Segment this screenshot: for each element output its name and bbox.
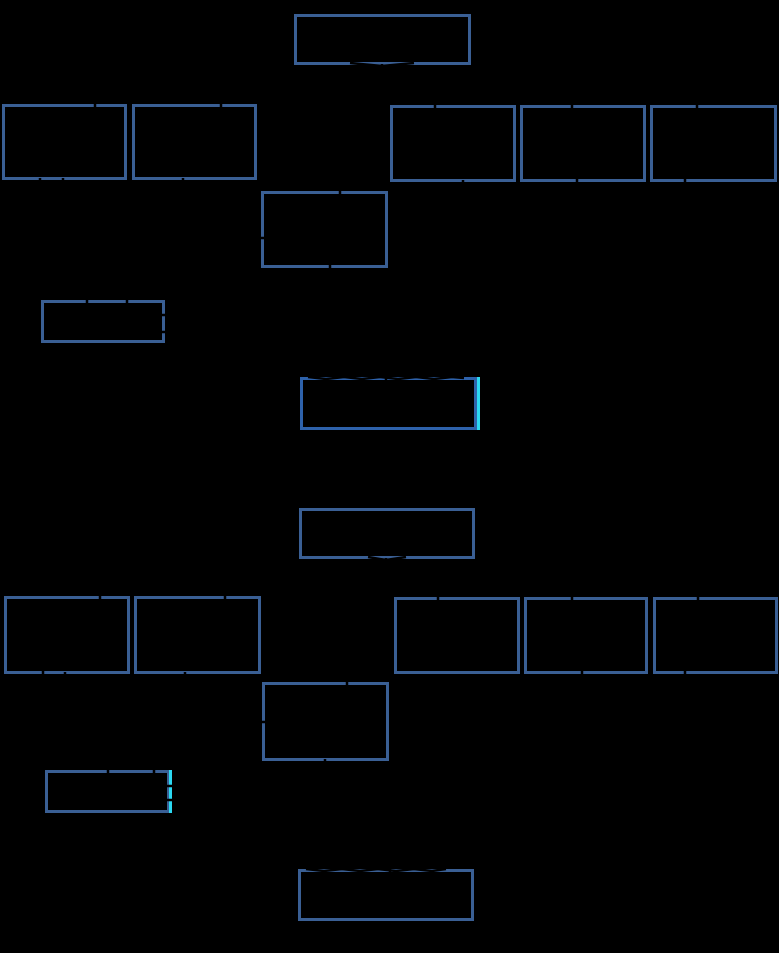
wide-box-1[interactable] bbox=[300, 377, 477, 430]
wide-box-2[interactable] bbox=[299, 508, 475, 559]
mid-box-2[interactable] bbox=[262, 682, 389, 761]
selection-edge-wide-box-1 bbox=[477, 377, 480, 430]
wide-box-3[interactable] bbox=[298, 869, 474, 921]
row1-left-box-1[interactable] bbox=[2, 104, 127, 180]
row2-right-box-1[interactable] bbox=[394, 597, 520, 674]
connector-line-mid2-down-elbow bbox=[323, 759, 392, 872]
row2-right-box-3[interactable] bbox=[653, 597, 778, 674]
connector-line-left1-down-elbow bbox=[61, 178, 127, 272]
row1-right-box-1[interactable] bbox=[390, 105, 516, 182]
row1-right-box-2[interactable] bbox=[520, 105, 646, 182]
mid-box-1[interactable] bbox=[261, 191, 388, 268]
small-box-1[interactable] bbox=[41, 300, 165, 343]
small-box-2[interactable] bbox=[45, 770, 170, 813]
connector-line-left2-down-elbow bbox=[63, 672, 154, 742]
root-box[interactable] bbox=[294, 14, 471, 65]
row2-right-box-2[interactable] bbox=[524, 597, 648, 674]
selection-edge-small-box-2 bbox=[169, 770, 172, 813]
connector-line-mid1-down-elbow bbox=[328, 265, 388, 380]
row2-left-box-1[interactable] bbox=[4, 596, 130, 674]
row2-left-box-2[interactable] bbox=[134, 596, 261, 674]
row1-right-box-3[interactable] bbox=[650, 105, 777, 182]
row1-left-box-2[interactable] bbox=[132, 104, 257, 180]
